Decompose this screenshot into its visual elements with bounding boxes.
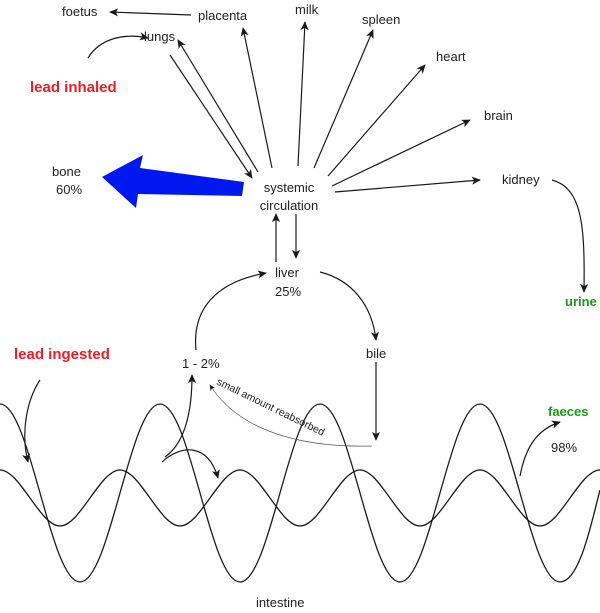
label-faeces: faeces	[548, 404, 588, 419]
arrow-placenta-to-foetus	[109, 8, 192, 17]
arrow-lungs-to-systemic	[169, 54, 253, 179]
label-reabsorbed-percent: 1 - 2%	[182, 356, 220, 371]
arrow-to-placenta	[240, 27, 273, 169]
label-kidney: kidney	[502, 172, 540, 187]
hepatic-arrows	[22, 213, 561, 479]
arrow-to-kidney	[334, 176, 481, 193]
label-bile: bile	[366, 346, 386, 361]
label-liver-percent: 25%	[275, 284, 301, 299]
label-faeces-percent: 98%	[551, 440, 577, 455]
label-spleen: spleen	[362, 12, 400, 27]
organ-arrows	[87, 8, 589, 293]
arrow-intestine-to-faeces	[519, 420, 561, 477]
label-circulation: circulation	[260, 198, 319, 213]
arrow-to-heart	[327, 64, 426, 177]
label-bone-percent: 60%	[56, 182, 82, 197]
arrow-to-spleen	[313, 29, 374, 169]
arrow-to-bone	[102, 155, 244, 208]
label-systemic: systemic	[264, 180, 315, 195]
arrow-intestine-up	[164, 374, 197, 458]
arrow-liver-to-bile	[319, 271, 380, 341]
arrow-small-reabsorbed	[209, 384, 373, 447]
arrow-reabsorbed-to-liver	[194, 270, 267, 351]
label-foetus: foetus	[62, 4, 98, 19]
arrow-to-milk	[297, 21, 309, 167]
intestine-tube	[0, 403, 600, 583]
label-urine: urine	[565, 294, 597, 309]
label-lead-ingested: lead ingested	[14, 346, 110, 363]
arrow-to-brain	[331, 119, 471, 187]
label-milk: milk	[295, 2, 319, 17]
label-small-amount-reabsorbed: small amount reabsorbed	[215, 376, 327, 439]
label-bone: bone	[52, 164, 81, 179]
label-heart: heart	[436, 49, 466, 64]
label-brain: brain	[484, 108, 513, 123]
arrow-inhaled-to-lungs	[87, 32, 149, 59]
arrow-to-lungs	[177, 39, 259, 173]
label-lead-inhaled: lead inhaled	[30, 79, 117, 96]
label-intestine: intestine	[256, 595, 304, 610]
label-lungs: lungs	[144, 29, 176, 44]
arrow-ingested-to-intestine	[22, 379, 41, 463]
label-placenta: placenta	[198, 8, 248, 23]
label-liver: liver	[275, 265, 300, 280]
arrow-intestine-down	[161, 449, 220, 479]
arrow-kidney-to-urine	[551, 179, 589, 293]
